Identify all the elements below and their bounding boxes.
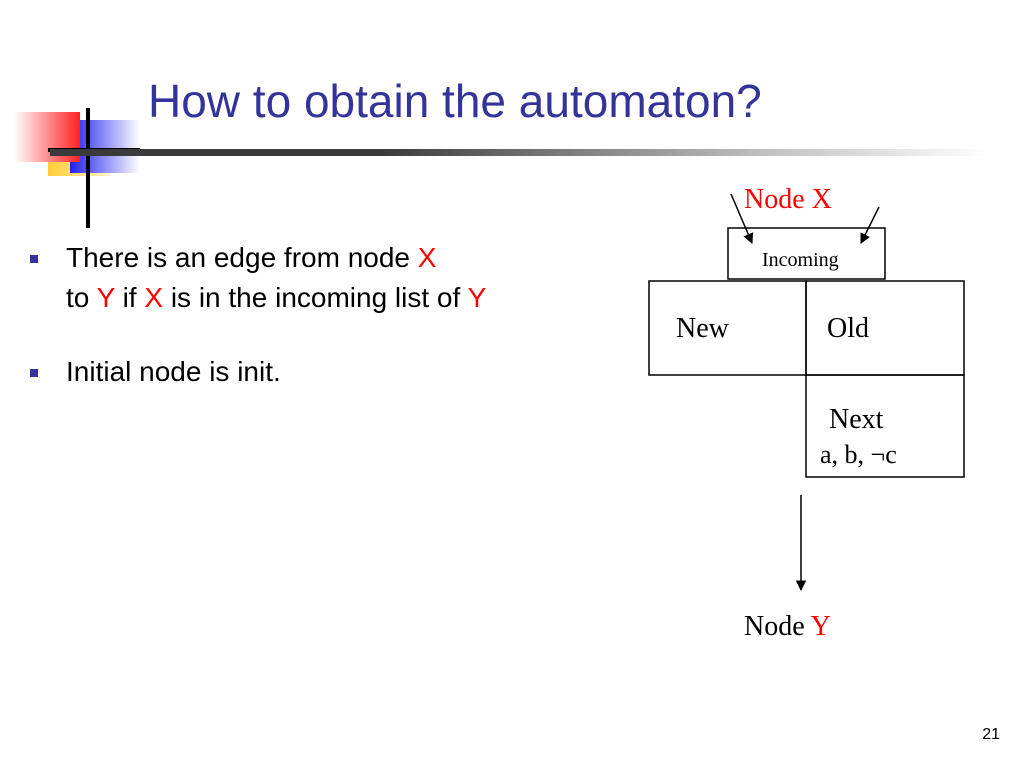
incoming-box [727,227,886,280]
bullet-text: if [114,282,145,313]
bullet-var-x: X [144,282,164,313]
bullet-var-x: X [417,242,437,273]
bullet-var-y: Y [467,282,487,313]
incoming-label: Incoming [762,249,839,271]
bullet-item: Initial node is init. [30,352,550,392]
bullet-var-y: Y [96,282,115,313]
new-label: New [676,313,730,344]
bullet-list: There is an edge from node X to Y if X i… [30,238,550,392]
slide-title: How to obtain the automaton? [148,75,762,127]
bullet-text: There is an edge from node [66,242,418,273]
bullet-square-icon [30,255,38,263]
arrow-into-incoming-left [730,193,754,244]
arrow-into-incoming-right [860,206,880,244]
old-label: Old [827,313,869,344]
bullet-square-icon [30,369,38,377]
next-box [805,374,965,478]
node-x-label: Node X [744,184,832,215]
page-number: 21 [982,726,1000,743]
bullet-item: There is an edge from node X to Y if X i… [30,238,550,318]
next-label: Next [829,404,884,435]
next-value: a, b, ¬c [820,440,897,469]
bullet-text: to [66,282,97,313]
title-underline [50,149,990,156]
bullet-text: is in the incoming list of [163,282,468,313]
bullet-text: Initial node is init. [66,356,281,387]
node-y-label: Node Y [744,611,831,642]
